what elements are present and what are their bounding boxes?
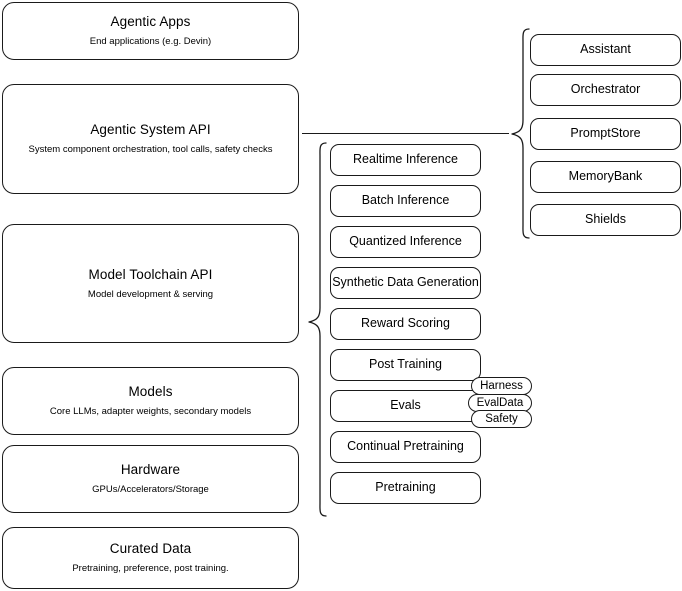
pill-label: Safety xyxy=(485,413,518,425)
pill-label: Harness xyxy=(480,380,523,392)
evals-subcomponent-safety[interactable]: Safety xyxy=(471,410,532,428)
layer-box-hardware[interactable]: Hardware GPUs/Accelerators/Storage xyxy=(2,445,299,513)
layer-title: Hardware xyxy=(120,462,181,478)
layer-box-agentic-system-api[interactable]: Agentic System API System component orch… xyxy=(2,84,299,194)
item-label: Reward Scoring xyxy=(361,316,450,331)
item-label: MemoryBank xyxy=(568,169,643,184)
layer-subtitle: GPUs/Accelerators/Storage xyxy=(92,484,209,495)
item-label: Evals xyxy=(390,398,421,413)
layer-box-curated-data[interactable]: Curated Data Pretraining, preference, po… xyxy=(2,527,299,589)
toolchain-item-batch-inference[interactable]: Batch Inference xyxy=(330,185,481,217)
evals-subcomponent-harness[interactable]: Harness xyxy=(471,377,532,395)
connector-agentic-system-api-to-components xyxy=(302,133,509,135)
brace-agentic-system xyxy=(511,28,530,239)
toolchain-item-synthetic-data-generation[interactable]: Synthetic Data Generation xyxy=(330,267,481,299)
agentic-component-memorybank[interactable]: MemoryBank xyxy=(530,161,681,193)
layer-title: Agentic System API xyxy=(90,122,211,138)
item-label: Post Training xyxy=(369,357,442,372)
agentic-component-assistant[interactable]: Assistant xyxy=(530,34,681,66)
item-label: Orchestrator xyxy=(570,82,641,97)
toolchain-item-quantized-inference[interactable]: Quantized Inference xyxy=(330,226,481,258)
layer-box-agentic-apps[interactable]: Agentic Apps End applications (e.g. Devi… xyxy=(2,2,299,60)
toolchain-item-continual-pretraining[interactable]: Continual Pretraining xyxy=(330,431,481,463)
item-label: Assistant xyxy=(580,42,631,57)
layer-box-models[interactable]: Models Core LLMs, adapter weights, secon… xyxy=(2,367,299,435)
item-label: Quantized Inference xyxy=(349,234,462,249)
item-label: PromptStore xyxy=(570,126,641,141)
layer-subtitle: Model development & serving xyxy=(87,288,214,300)
item-label: Batch Inference xyxy=(361,193,450,208)
layer-box-model-toolchain-api[interactable]: Model Toolchain API Model development & … xyxy=(2,224,299,343)
toolchain-item-reward-scoring[interactable]: Reward Scoring xyxy=(330,308,481,340)
item-label: Realtime Inference xyxy=(353,152,458,167)
toolchain-item-pretraining[interactable]: Pretraining xyxy=(330,472,481,504)
toolchain-item-post-training[interactable]: Post Training xyxy=(330,349,481,381)
agentic-component-orchestrator[interactable]: Orchestrator xyxy=(530,74,681,106)
layer-title: Agentic Apps xyxy=(110,14,191,30)
layer-subtitle: Core LLMs, adapter weights, secondary mo… xyxy=(49,406,252,417)
toolchain-item-evals[interactable]: Evals xyxy=(330,390,481,422)
brace-model-toolchain xyxy=(308,142,327,517)
toolchain-item-realtime-inference[interactable]: Realtime Inference xyxy=(330,144,481,176)
layer-title: Model Toolchain API xyxy=(88,266,213,282)
item-label: Pretraining xyxy=(375,480,436,495)
layer-subtitle: System component orchestration, tool cal… xyxy=(28,144,273,155)
item-label: Shields xyxy=(585,212,626,227)
pill-label: EvalData xyxy=(476,397,524,409)
item-label: Continual Pretraining xyxy=(347,439,464,454)
layer-title: Models xyxy=(128,384,173,400)
agentic-component-shields[interactable]: Shields xyxy=(530,204,681,236)
item-label: Synthetic Data Generation xyxy=(332,275,479,290)
layer-subtitle: End applications (e.g. Devin) xyxy=(89,36,212,47)
agentic-component-promptstore[interactable]: PromptStore xyxy=(530,118,681,150)
layer-title: Curated Data xyxy=(109,541,192,557)
layer-subtitle: Pretraining, preference, post training. xyxy=(72,563,229,574)
